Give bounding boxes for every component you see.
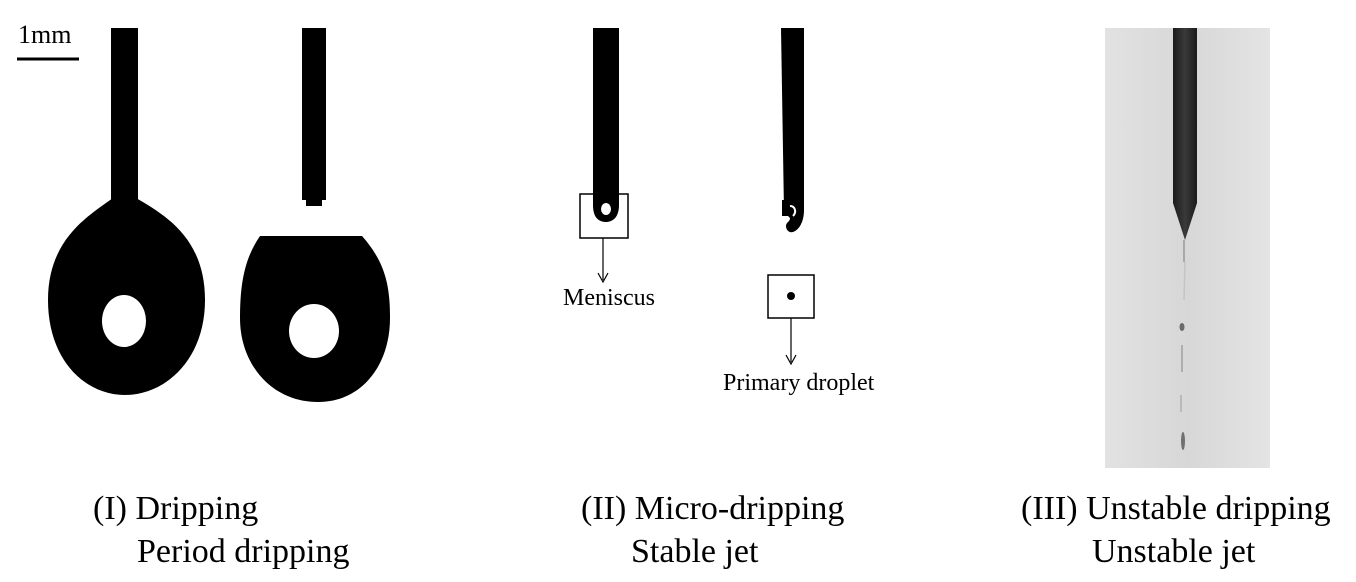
panel-1-subtitle: Period dripping bbox=[137, 533, 350, 570]
micro-dripping-capillary-2 bbox=[767, 28, 815, 366]
panel-3-subtitle: Unstable jet bbox=[1092, 533, 1256, 570]
unstable-jet-photo bbox=[1105, 28, 1270, 468]
primary-droplet-label: Primary droplet bbox=[723, 370, 875, 396]
meniscus-box bbox=[579, 193, 629, 239]
panel-3-title: (III) Unstable dripping bbox=[1021, 490, 1331, 527]
meniscus-label: Meniscus bbox=[563, 285, 655, 311]
panel-2-title: (II) Micro-dripping bbox=[581, 490, 845, 527]
panel-1-title: (I) Dripping bbox=[93, 490, 259, 527]
panel-2-subtitle: Stable jet bbox=[631, 533, 759, 570]
micro-dripping-capillary-1 bbox=[579, 28, 629, 284]
primary-droplet bbox=[787, 292, 795, 300]
scale-bar-label: 1mm bbox=[18, 20, 72, 49]
dripping-drop-1 bbox=[48, 28, 205, 395]
dripping-drop-2 bbox=[240, 28, 390, 402]
